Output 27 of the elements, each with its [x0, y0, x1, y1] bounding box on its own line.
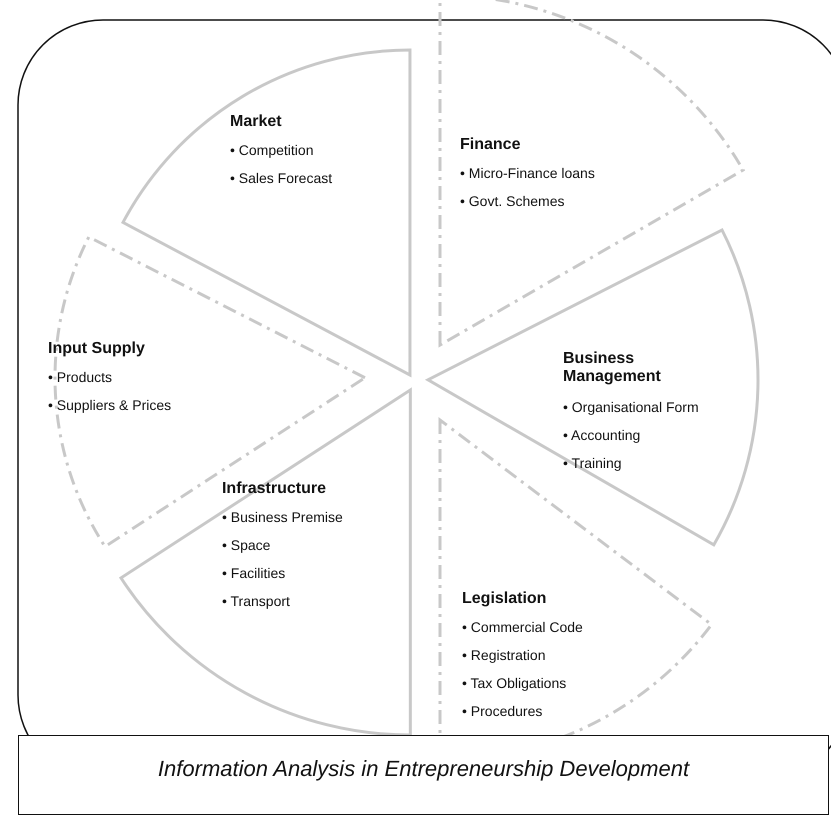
section-heading: Finance — [460, 136, 522, 154]
bullet-item: • Commercial Code — [462, 618, 583, 636]
bullet-item: • Products — [48, 368, 112, 386]
caption-text: Information Analysis in Entrepreneurship Development — [158, 756, 690, 782]
bullet-item: • Transport — [222, 592, 290, 610]
bullet-item: • Space — [222, 536, 270, 554]
bullet-item: • Tax Obligations — [462, 674, 566, 692]
bullet-item: • Suppliers & Prices — [48, 396, 172, 414]
bullet-item: • Business Premise — [222, 508, 343, 526]
pie-sector — [426, 228, 760, 547]
section-heading: Legislation — [462, 590, 548, 608]
bullet-item: • Govt. Schemes — [460, 192, 564, 210]
section-heading: Infrastructure — [222, 480, 328, 498]
section-heading: Market — [230, 113, 283, 131]
bullet-item: • Procedures — [462, 702, 542, 720]
pie-sector — [438, 0, 746, 347]
bullet-item: • Training — [563, 454, 622, 472]
bullet-item: • Registration — [462, 646, 546, 664]
bullet-item: • Accounting — [563, 426, 640, 444]
section-heading: Business Management — [563, 350, 662, 386]
section-heading: Input Supply — [48, 340, 146, 358]
bullet-item: • Competition — [230, 141, 314, 159]
bullet-item: • Sales Forecast — [230, 169, 332, 187]
pie-sector — [118, 388, 412, 734]
bullet-item: • Facilities — [222, 564, 286, 582]
bullet-item: • Micro-Finance loans — [460, 164, 595, 182]
bullet-item: • Organisational Form — [563, 398, 699, 416]
